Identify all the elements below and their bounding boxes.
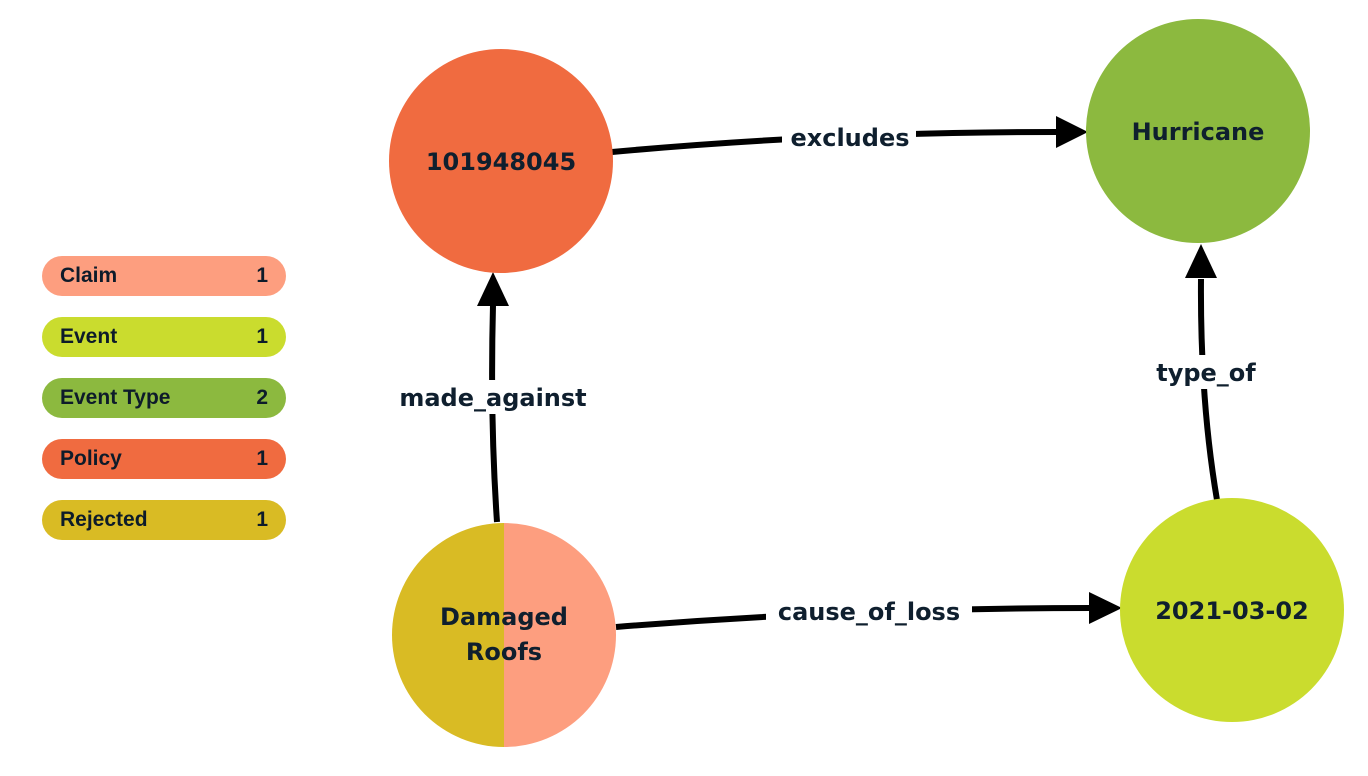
edge-label-bg [766,594,972,628]
legend-label: Event [60,325,118,348]
edge-label-bg [782,120,916,154]
legend-item-event-type[interactable]: Event Type 2 [42,378,286,418]
edge-label-bg [388,380,598,414]
legend-item-policy[interactable]: Policy 1 [42,439,286,479]
legend-item-event[interactable]: Event 1 [42,317,286,357]
arrowhead-icon [1185,244,1217,278]
legend-count: 1 [256,508,268,531]
edge-label-bg [1144,355,1268,389]
node-label: Hurricane [1132,118,1265,146]
node-half-claim [504,523,616,747]
edge-type-of[interactable] [1185,244,1220,501]
node-event[interactable]: 2021-03-02 [1120,498,1344,722]
node-label-line2: Roofs [466,638,542,666]
node-half-rejected [392,523,504,747]
legend-item-rejected[interactable]: Rejected 1 [42,500,286,540]
legend-count: 1 [256,264,268,287]
arrowhead-icon [1089,592,1122,624]
edge-label-excludes: excludes [790,124,909,152]
legend-label: Claim [60,264,118,287]
edge-line [1197,278,1220,501]
edge-label-cause-of-loss: cause_of_loss [778,598,960,626]
edge-line [489,304,500,523]
node-circle [1086,19,1310,243]
legend-count: 1 [256,325,268,348]
node-label-line1: Damaged [440,603,568,631]
arrowhead-icon [477,272,509,306]
node-policy[interactable]: 101948045 [389,49,613,273]
edge-label-type-of: type_of [1156,359,1256,387]
node-hurricane[interactable]: Hurricane [1086,19,1310,243]
legend-count: 2 [256,386,268,409]
node-circle [1120,498,1344,722]
legend-count: 1 [256,447,268,470]
node-label: 2021-03-02 [1155,597,1309,625]
node-claim[interactable]: Damaged Roofs [392,523,616,747]
node-circle [389,49,613,273]
legend-label: Rejected [60,508,148,531]
edge-made-against[interactable] [477,272,509,523]
legend-label: Policy [60,447,122,470]
edge-label-made-against: made_against [399,384,586,412]
legend-label: Event Type [60,386,171,409]
legend: Claim 1 Event 1 Event Type 2 Policy 1 Re… [42,256,286,561]
arrowhead-icon [1056,116,1088,148]
node-label: 101948045 [426,148,576,176]
legend-item-claim[interactable]: Claim 1 [42,256,286,296]
